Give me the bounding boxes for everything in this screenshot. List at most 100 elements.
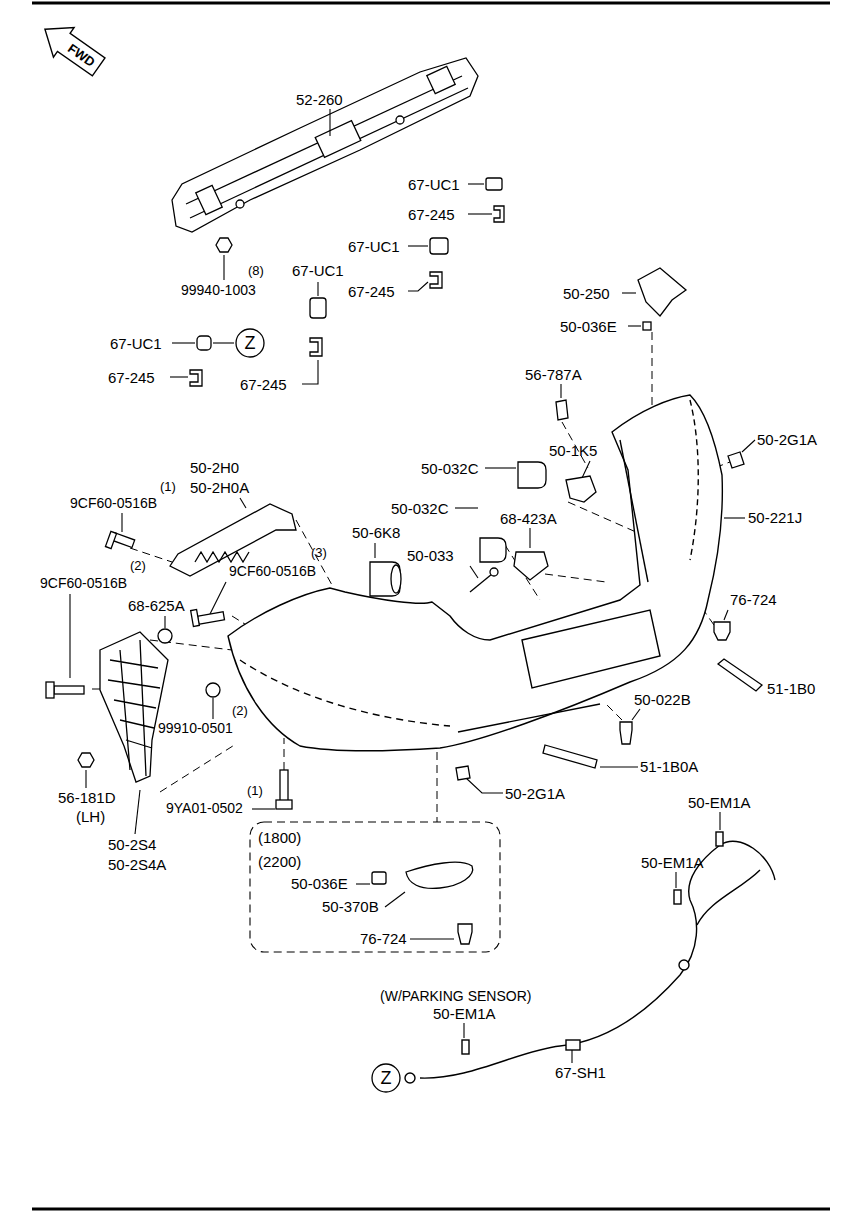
bracket — [170, 268, 744, 780]
part-number: 50-036E — [560, 318, 617, 335]
clip — [494, 206, 504, 222]
part-number: 50-250 — [563, 285, 610, 302]
leader-line — [374, 543, 375, 558]
leader-line — [210, 582, 226, 614]
part-number: 50-036E — [291, 875, 348, 892]
leader-line — [628, 325, 641, 326]
screw — [105, 531, 116, 548]
part-number: 67-UC1 — [110, 335, 162, 352]
part-number: 99910-0501 — [158, 720, 233, 736]
assembly-line — [545, 574, 606, 582]
part-number: 76-724 — [730, 591, 777, 608]
part-number: 68-625A — [128, 597, 185, 614]
bracket — [480, 538, 506, 562]
leader-line — [742, 440, 755, 452]
part-number: (W/PARKING SENSOR) — [380, 988, 531, 1004]
bumper-cover — [690, 400, 698, 560]
bumper-cover — [228, 395, 722, 751]
nut — [78, 753, 94, 767]
bracket — [638, 268, 686, 316]
parking-sensor-harness — [405, 832, 775, 1083]
reinforcement-beam — [196, 185, 222, 214]
assembly-line — [604, 702, 622, 720]
part-number: 51-1B0A — [640, 758, 698, 775]
leader-line — [329, 109, 330, 136]
part-number: 50-022B — [634, 691, 691, 708]
reflector — [620, 722, 632, 744]
part-number: 50-221J — [748, 509, 802, 526]
leader-line — [455, 507, 478, 508]
screw — [280, 770, 288, 802]
leader-line — [675, 872, 676, 888]
part-number: 50-2G1A — [757, 431, 817, 448]
reinforcement-beam — [172, 58, 478, 232]
clip — [486, 178, 502, 190]
part-number: 50-EM1A — [688, 794, 751, 811]
leader-line — [410, 938, 454, 939]
side-bracket — [100, 632, 168, 782]
leader-line — [212, 698, 213, 719]
part-number: 67-SH1 — [555, 1064, 606, 1081]
screw — [490, 568, 498, 576]
part-number: 9CF60-0516B — [70, 495, 157, 511]
frame-rule — [32, 3, 830, 1209]
part-number: (2200) — [258, 853, 301, 870]
part-number: 50-370B — [322, 898, 379, 915]
reinforcement-beam — [396, 116, 404, 124]
bumper-cover — [228, 395, 722, 751]
leader-line — [164, 616, 165, 628]
bracket — [556, 400, 568, 420]
part-number: 68-423A — [500, 510, 557, 527]
assembly-line — [437, 752, 438, 822]
leader-line — [213, 342, 234, 343]
bumper-cover — [522, 610, 660, 688]
bracket — [391, 565, 401, 593]
reflector — [718, 659, 762, 691]
leader-line — [170, 376, 188, 377]
frame-rule — [32, 2, 830, 5]
part-number: 67-245 — [408, 206, 455, 223]
leader-line — [470, 566, 478, 578]
part-number: 50-032C — [421, 460, 479, 477]
reference-circle: Z — [235, 328, 265, 358]
option-box — [250, 822, 500, 952]
part-number: 50-EM1A — [433, 1005, 496, 1022]
leader-line — [485, 467, 516, 468]
parking-sensor-harness — [462, 1040, 469, 1054]
part-number: 50-1K5 — [549, 442, 597, 459]
sensor-part — [458, 924, 472, 944]
leader-line — [356, 883, 370, 884]
leader-line — [468, 183, 484, 184]
leader-line — [252, 808, 275, 809]
screw — [470, 574, 492, 592]
leader-line — [463, 1023, 464, 1038]
part-number: 56-787A — [525, 366, 582, 383]
bracket — [728, 452, 744, 468]
bumper-cover — [458, 704, 600, 732]
clip — [190, 370, 202, 386]
bracket — [514, 552, 548, 580]
screw — [191, 610, 200, 627]
sensor-part — [406, 862, 473, 888]
leader-line — [408, 282, 428, 291]
nut — [216, 238, 232, 252]
parking-sensor-harness — [405, 1073, 415, 1083]
bracket — [456, 766, 470, 780]
nut — [206, 683, 220, 697]
part-number: 67-245 — [108, 369, 155, 386]
part-number: (2) — [130, 559, 146, 574]
reflector — [543, 745, 597, 768]
bracket — [566, 476, 596, 502]
part-number: 9CF60-0516B — [229, 563, 316, 579]
leader-line — [466, 778, 503, 793]
part-number: 9CF60-0516B — [40, 575, 127, 591]
part-number: 67-UC1 — [292, 262, 344, 279]
part-number: 50-2S4 — [108, 836, 156, 853]
reference-letter: Z — [371, 1068, 401, 1089]
leader-line — [385, 892, 405, 907]
leader-line — [622, 292, 636, 293]
assembly-line — [284, 738, 285, 770]
nut — [216, 238, 232, 252]
leader-line — [223, 255, 224, 280]
reinforcement-beam — [236, 200, 244, 208]
